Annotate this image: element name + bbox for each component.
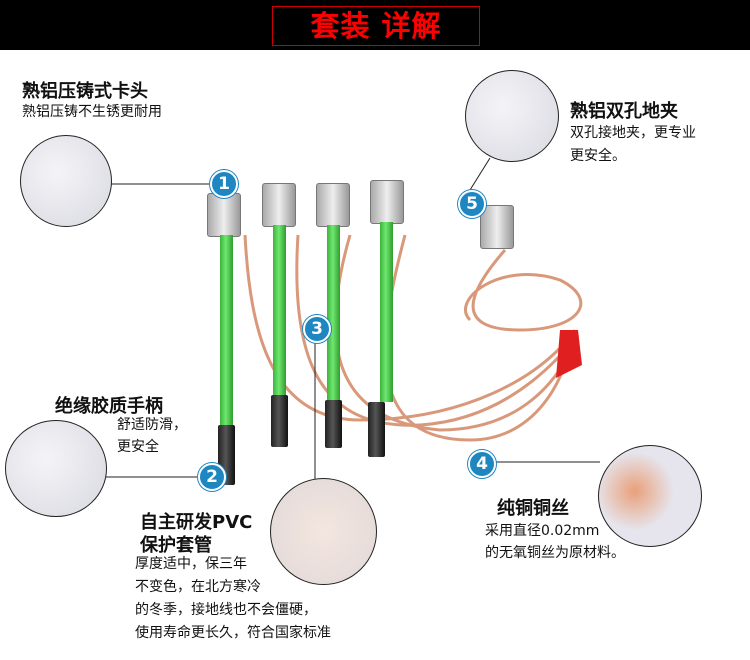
clamp-1 — [207, 193, 241, 237]
feature-2-desc-1: 舒适防滑， — [117, 417, 187, 433]
feature-3-desc-1: 厚度适中，保三年 — [135, 556, 247, 572]
red-sleeve — [556, 330, 582, 378]
copper-wire-photo — [598, 445, 702, 547]
badge-1: 1 — [210, 170, 238, 198]
clamp-2 — [262, 183, 296, 227]
feature-2-desc-2: 更安全 — [117, 439, 159, 455]
ground-clamp-photo — [465, 70, 559, 162]
header-title: 套装 详解 — [272, 6, 480, 46]
copper-cables — [243, 234, 583, 442]
clamp-4 — [370, 180, 404, 224]
handle-4 — [368, 402, 385, 457]
feature-1-title: 熟铝压铸式卡头 — [22, 81, 148, 102]
ground-clamp — [480, 205, 514, 249]
feature-3-desc-2: 不变色，在北方寒冷 — [135, 579, 261, 595]
feature-5-title: 熟铝双孔地夹 — [570, 101, 678, 122]
feature-4-desc-2: 的无氧铜丝为原材料。 — [485, 545, 625, 561]
feature-3-desc-4: 使用寿命更长久，符合国家标准 — [135, 625, 331, 641]
feature-3-title-1: 自主研发PVC — [140, 512, 253, 533]
feature-4-title: 纯铜铜丝 — [497, 498, 569, 519]
feature-1-desc: 熟铝压铸不生锈更耐用 — [22, 104, 162, 120]
feature-5-desc-2: 更安全。 — [570, 148, 626, 164]
clamp-3 — [316, 183, 350, 227]
feature-4-desc-1: 采用直径0.02mm — [485, 523, 600, 539]
feature-3-desc-3: 的冬季，接地线也不会僵硬， — [135, 602, 317, 618]
feature-2-title: 绝缘胶质手柄 — [55, 396, 163, 417]
pole-2 — [273, 225, 286, 395]
badge-5: 5 — [458, 190, 486, 218]
badge-2: 2 — [198, 463, 226, 491]
badge-4: 4 — [468, 450, 496, 478]
pole-1 — [220, 235, 233, 425]
pole-3 — [327, 225, 340, 400]
handle-photo — [5, 420, 107, 517]
feature-5-desc-1: 双孔接地夹，更专业 — [570, 125, 696, 141]
handle-3 — [325, 400, 342, 448]
pvc-sleeve-photo — [270, 478, 377, 585]
feature-3-title-2: 保护套管 — [140, 535, 212, 556]
clamp-head-photo — [20, 135, 112, 227]
header-bar: 套装 详解 — [0, 0, 750, 50]
handle-2 — [271, 395, 288, 447]
pole-4 — [380, 222, 393, 402]
leader-lines — [105, 157, 600, 480]
badge-3: 3 — [303, 315, 331, 343]
